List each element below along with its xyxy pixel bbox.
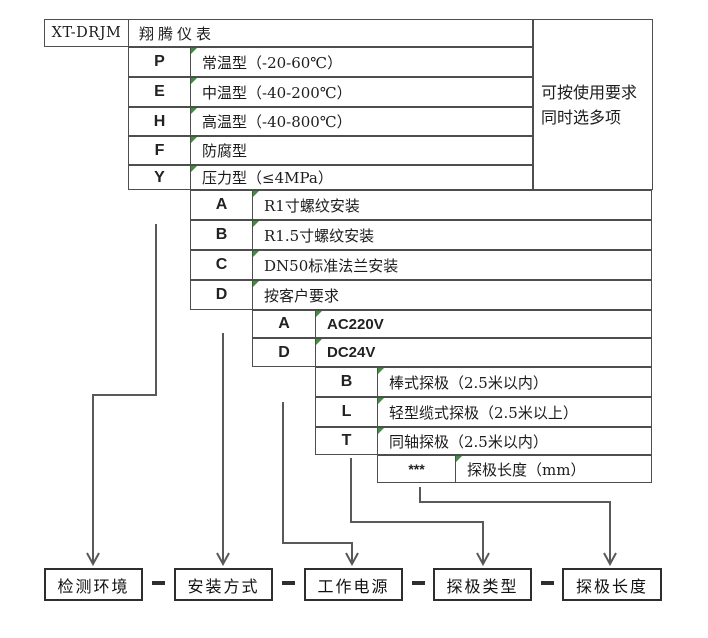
row-probe-T: T 同轴探极（2.5米以内） (315, 427, 652, 455)
row-env-P: P 常温型（-20-60℃） (128, 47, 533, 77)
cell-corner-marker-icon (191, 108, 197, 114)
desc-cell: DC24V (316, 339, 651, 366)
desc-text: 压力型（≤4MPa） (202, 169, 333, 187)
cell-corner-marker-icon (378, 398, 384, 404)
down-arrow-icon (476, 552, 490, 567)
row-install-D: D 按客户要求 (190, 280, 652, 310)
desc-text: 探极长度（mm） (467, 460, 586, 479)
model-number: XT-DRJM (45, 20, 129, 46)
desc-text: 防腐型 (202, 142, 248, 160)
row-probe-L: L 轻型缆式探极（2.5米以上） (315, 397, 652, 427)
desc-text: DC24V (327, 344, 376, 361)
row-env-H: H 高温型（-40-800℃） (128, 107, 533, 136)
row-power-D: D DC24V (252, 338, 652, 367)
multi-select-note: 可按使用要求 同时选多项 (533, 19, 653, 190)
desc-text: 高温型（-40-800℃） (202, 113, 352, 131)
dash-separator (152, 581, 165, 585)
note-line-1: 可按使用要求 (541, 82, 638, 102)
code-cell: L (316, 398, 378, 426)
cell-corner-marker-icon (316, 339, 322, 345)
down-arrow-icon (603, 552, 617, 567)
row-env-E: E 中温型（-40-200℃） (128, 77, 533, 107)
desc-cell: 棒式探极（2.5米以内） (378, 368, 651, 396)
cell-corner-marker-icon (316, 311, 322, 317)
cell-corner-marker-icon (378, 428, 384, 434)
cell-corner-marker-icon (191, 137, 197, 143)
down-arrow-icon (216, 552, 230, 567)
code-cell: A (191, 191, 253, 219)
dash-separator (282, 581, 295, 585)
desc-cell: 按客户要求 (253, 281, 651, 309)
desc-cell: R1.5寸螺纹安装 (253, 221, 651, 249)
cell-corner-marker-icon (378, 368, 384, 374)
desc-cell: 中温型（-40-200℃） (191, 78, 532, 106)
row-env-F: F 防腐型 (128, 136, 533, 165)
desc-text: DN50标准法兰安装 (264, 256, 399, 275)
code-cell: B (316, 368, 378, 396)
desc-text: 棒式探极（2.5米以内） (389, 373, 548, 392)
connector-line-length (419, 487, 611, 562)
desc-cell: R1寸螺纹安装 (253, 191, 651, 219)
desc-text: 常温型（-20-60℃） (202, 53, 343, 72)
desc-text: 按客户要求 (264, 286, 340, 305)
desc-cell: AC220V (316, 311, 651, 337)
desc-cell: 探极长度（mm） (456, 456, 651, 482)
row-install-A: A R1寸螺纹安装 (190, 190, 652, 220)
cell-corner-marker-icon (456, 456, 462, 462)
cell-corner-marker-icon (253, 251, 259, 257)
cell-corner-marker-icon (253, 221, 259, 227)
row-env-Y: Y 压力型（≤4MPa） (128, 165, 533, 190)
flow-box-env: 检测环境 (44, 568, 143, 601)
desc-cell: 同轴探极（2.5米以内） (378, 428, 651, 454)
down-arrow-icon (86, 552, 100, 567)
code-cell: B (191, 221, 253, 249)
desc-cell: 轻型缆式探极（2.5米以上） (378, 398, 651, 426)
cell-corner-marker-icon (191, 166, 197, 172)
header-row: XT-DRJM 翔腾仪表 (44, 19, 533, 47)
row-probe-B: B 棒式探极（2.5米以内） (315, 367, 652, 397)
desc-text: 同轴探极（2.5米以内） (389, 432, 548, 451)
row-install-C: C DN50标准法兰安装 (190, 250, 652, 280)
row-power-A: A AC220V (252, 310, 652, 338)
desc-text: 轻型缆式探极（2.5米以上） (389, 403, 578, 422)
desc-cell: 常温型（-20-60℃） (191, 48, 532, 76)
cell-corner-marker-icon (253, 281, 259, 287)
code-cell: D (191, 281, 253, 309)
code-cell: F (129, 137, 191, 164)
code-cell: H (129, 108, 191, 135)
code-cell: A (253, 311, 316, 337)
code-cell: *** (378, 456, 456, 482)
flow-box-power: 工作电源 (304, 568, 403, 601)
desc-cell: 防腐型 (191, 137, 532, 164)
dash-separator (412, 581, 425, 585)
code-cell: Y (129, 166, 191, 189)
dash-separator (541, 581, 554, 585)
desc-text: 中温型（-40-200℃） (202, 83, 352, 102)
connector-line-env (92, 224, 157, 562)
desc-cell: 压力型（≤4MPa） (191, 166, 532, 189)
code-cell: C (191, 251, 253, 279)
desc-text: R1.5寸螺纹安装 (264, 226, 375, 245)
down-arrow-icon (345, 552, 359, 567)
brand-name: 翔腾仪表 (139, 24, 216, 43)
code-cell: D (253, 339, 316, 366)
flow-box-probe: 探极类型 (433, 568, 532, 601)
flow-box-length: 探极长度 (562, 568, 662, 601)
code-cell: P (129, 48, 191, 76)
desc-text: AC220V (327, 315, 384, 333)
row-length: *** 探极长度（mm） (377, 455, 652, 483)
flow-box-install: 安装方式 (174, 568, 273, 601)
cell-corner-marker-icon (191, 48, 197, 54)
desc-cell: 高温型（-40-800℃） (191, 108, 532, 135)
cell-corner-marker-icon (253, 191, 259, 197)
code-cell: T (316, 428, 378, 454)
code-cell: E (129, 78, 191, 106)
note-line-2: 同时选多项 (541, 107, 622, 127)
row-install-B: B R1.5寸螺纹安装 (190, 220, 652, 250)
desc-cell: DN50标准法兰安装 (253, 251, 651, 279)
cell-corner-marker-icon (191, 78, 197, 84)
desc-text: R1寸螺纹安装 (264, 196, 360, 215)
